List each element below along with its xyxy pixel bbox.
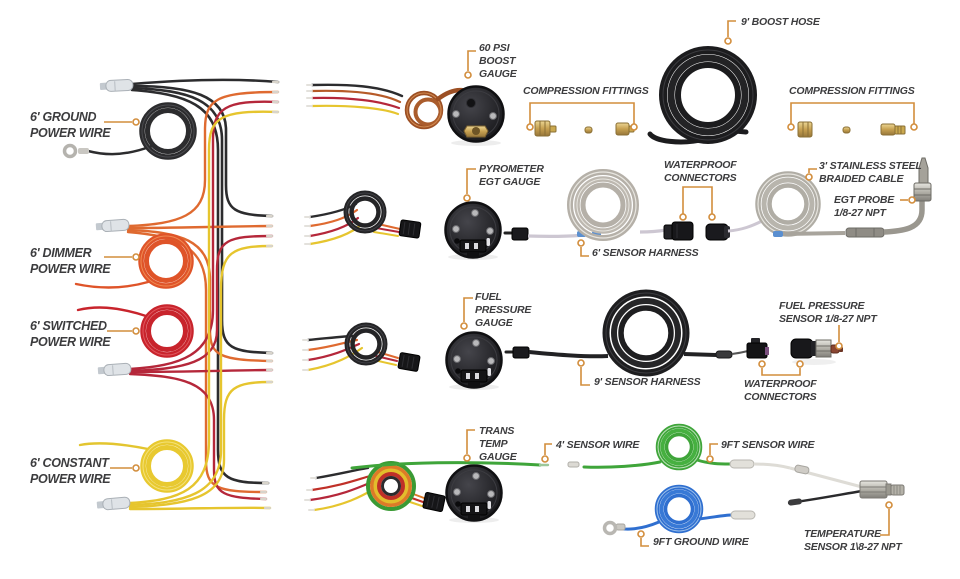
butt-connector bbox=[95, 218, 130, 233]
ground-wire-9ft bbox=[602, 484, 756, 536]
sensor-wire-9ft bbox=[655, 423, 791, 471]
butt-connector bbox=[97, 362, 132, 377]
trans-gauge-assembly bbox=[304, 461, 502, 524]
ring-terminal bbox=[62, 143, 78, 159]
callouts bbox=[104, 20, 918, 547]
compression-fittings-left bbox=[534, 120, 635, 137]
harness-connector bbox=[397, 352, 421, 372]
waterproof-connectors-egt bbox=[663, 219, 763, 241]
gauge-plug bbox=[512, 346, 530, 359]
label-ground-wire-9ft: 9FT GROUND WIRE bbox=[653, 536, 749, 548]
label-sensor-wire-4ft: 4' SENSOR WIRE bbox=[556, 439, 640, 451]
harness-connector bbox=[422, 491, 446, 513]
gauge-plug bbox=[511, 227, 529, 241]
harness-plug bbox=[746, 338, 769, 359]
label-boost-hose: 9' BOOST HOSE bbox=[741, 16, 820, 28]
egt-gauge bbox=[446, 203, 501, 261]
constant-power-wire bbox=[78, 439, 194, 511]
boost-gauge bbox=[447, 85, 505, 146]
compression-fittings-right bbox=[797, 121, 906, 138]
butt-connector bbox=[96, 496, 131, 511]
sensor-harness-9ft bbox=[528, 289, 769, 377]
label-sensor-harness-6ft: 6' SENSOR HARNESS bbox=[592, 247, 699, 259]
ground-power-wire bbox=[62, 79, 197, 160]
label-sensor-wire-9ft: 9FT SENSOR WIRE bbox=[721, 439, 815, 451]
temperature-sensor bbox=[787, 464, 905, 506]
switched-power-wire bbox=[76, 304, 194, 377]
label-sensor-harness-9ft: 9' SENSOR HARNESS bbox=[594, 376, 701, 388]
label-compression-fittings-right: COMPRESSION FITTINGS bbox=[789, 85, 915, 97]
boost-gauge-assembly bbox=[306, 83, 505, 146]
butt-connector bbox=[99, 79, 134, 92]
fuel-gauge bbox=[447, 333, 502, 391]
dimmer-power-wire bbox=[74, 218, 194, 289]
sensor-wire-4ft bbox=[350, 460, 662, 470]
label-compression-fittings-left: COMPRESSION FITTINGS bbox=[523, 85, 649, 97]
wire-bundle bbox=[126, 78, 280, 511]
egt-gauge-assembly bbox=[304, 190, 529, 261]
egt-probe bbox=[845, 157, 932, 238]
sensor-harness-6ft bbox=[527, 169, 667, 241]
ring-terminal bbox=[602, 520, 618, 536]
braided-cable-coil bbox=[755, 171, 846, 237]
trans-gauge bbox=[447, 466, 502, 524]
boost-hose-coil bbox=[647, 46, 757, 145]
fuel-gauge-assembly bbox=[302, 322, 530, 391]
harness-connector bbox=[398, 219, 422, 239]
